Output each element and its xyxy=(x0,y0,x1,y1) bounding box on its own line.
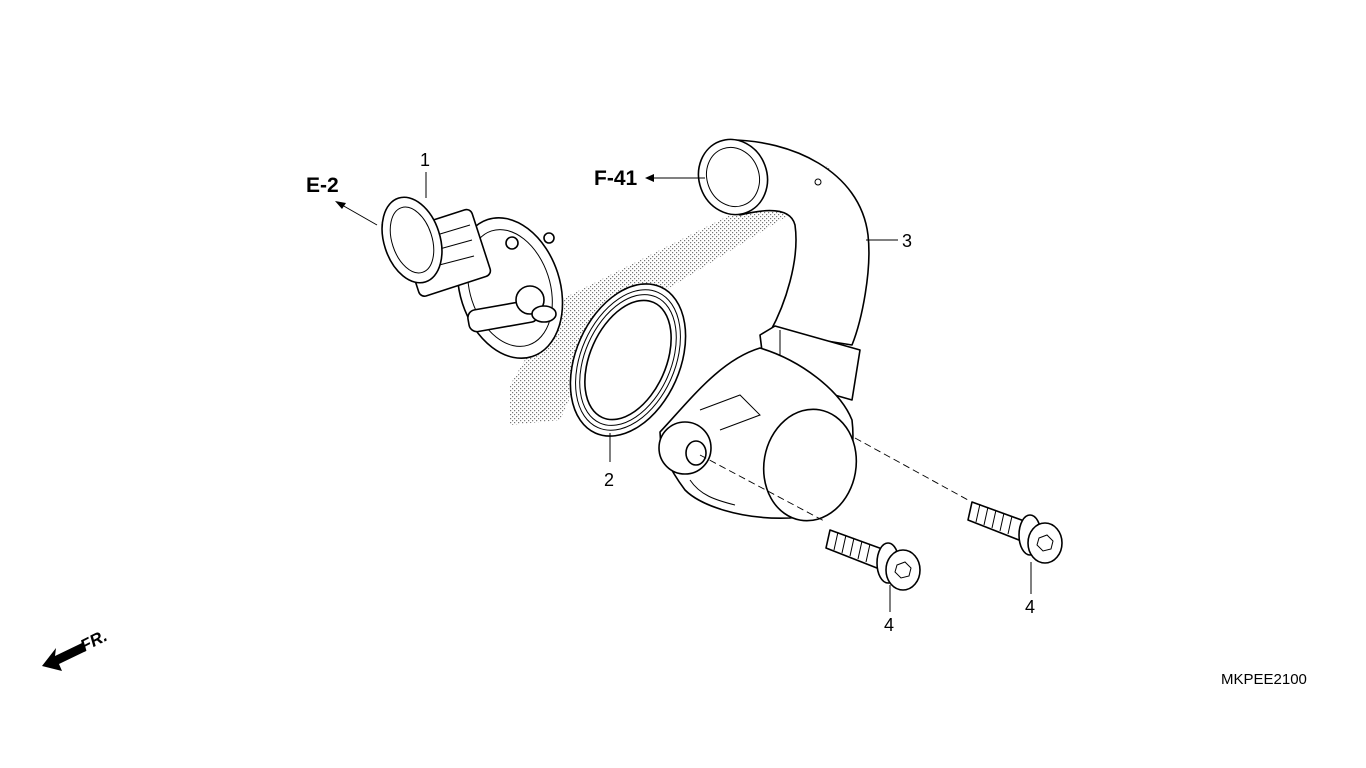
callout-3: 3 xyxy=(902,231,912,251)
thermostat-cover-part[interactable] xyxy=(658,130,870,528)
flange-bolt-front[interactable] xyxy=(825,529,921,591)
o-ring-part[interactable] xyxy=(548,266,708,454)
flange-bolt-rear[interactable] xyxy=(967,501,1063,564)
assembly-shading xyxy=(510,165,830,425)
reference-f41[interactable]: F-41 xyxy=(594,167,638,190)
assembly-lines xyxy=(699,437,969,523)
diagram-code: MKPEE2100 xyxy=(1221,671,1307,688)
leader-lines xyxy=(425,172,1032,612)
callout-2: 2 xyxy=(604,470,614,490)
reference-arrows xyxy=(335,174,705,226)
callout-1: 1 xyxy=(420,150,430,170)
callout-4-rear: 4 xyxy=(1025,597,1035,617)
thermostat-part[interactable] xyxy=(372,190,580,372)
reference-e2[interactable]: E-2 xyxy=(306,174,339,197)
callout-4-front: 4 xyxy=(884,615,894,635)
front-arrow-icon xyxy=(42,643,86,671)
